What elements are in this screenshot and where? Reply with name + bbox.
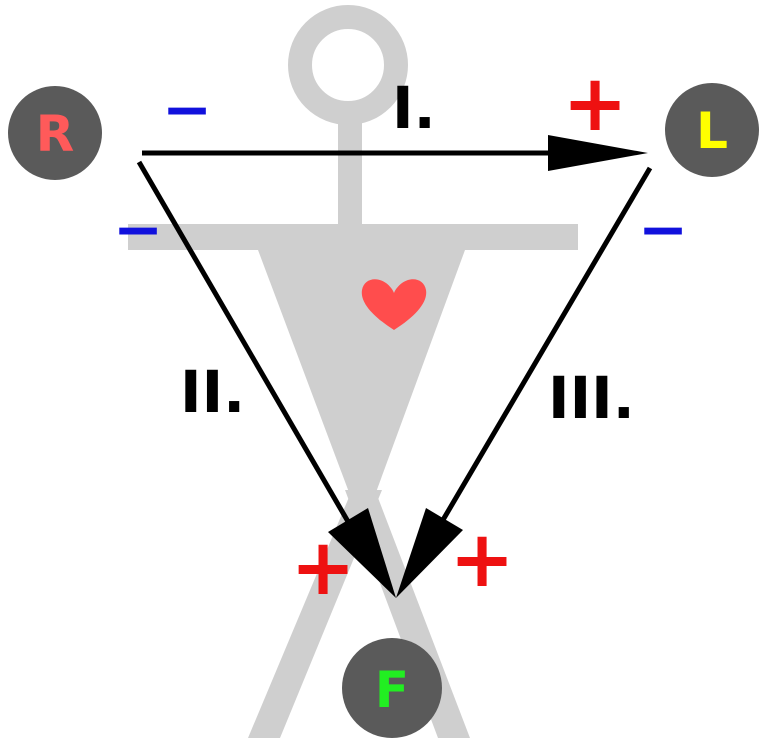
lead-3-arrowhead bbox=[396, 508, 463, 598]
electrode-l-letter: L bbox=[696, 102, 728, 160]
lead-1-label: I. bbox=[392, 74, 436, 142]
lead-3-negative-sign: − bbox=[638, 195, 688, 265]
lead-2-arrowhead bbox=[328, 508, 396, 598]
electrode-l: L bbox=[665, 83, 759, 177]
lead-1-positive-sign: + bbox=[562, 59, 627, 149]
electrode-f-circle bbox=[342, 638, 442, 738]
heart-icon bbox=[361, 279, 427, 330]
figure-left-leg bbox=[248, 490, 382, 738]
electrode-r-circle bbox=[8, 86, 102, 180]
lead-2-positive-sign: + bbox=[290, 523, 355, 613]
figure-torso bbox=[258, 250, 465, 495]
lead-1-negative-sign: − bbox=[162, 75, 212, 145]
lead-3-positive-sign: + bbox=[449, 515, 514, 605]
figure-neck bbox=[338, 110, 362, 228]
electrode-l-circle bbox=[665, 83, 759, 177]
arrowheads bbox=[328, 135, 648, 598]
lead-2-negative-sign: − bbox=[113, 195, 163, 265]
electrode-f: F bbox=[342, 638, 442, 738]
electrode-r: R bbox=[8, 86, 102, 180]
lead-1-arrowhead bbox=[548, 135, 648, 171]
lead-lines bbox=[136, 150, 653, 527]
figure-arms bbox=[128, 224, 578, 250]
electrode-f-letter: F bbox=[375, 661, 409, 719]
lead-3-line bbox=[437, 166, 653, 527]
lead-2-line bbox=[136, 160, 353, 527]
figure-head bbox=[288, 5, 408, 125]
lead-3-label: III. bbox=[548, 364, 635, 432]
lead-2-label: II. bbox=[180, 358, 245, 426]
electrode-r-letter: R bbox=[36, 105, 75, 163]
